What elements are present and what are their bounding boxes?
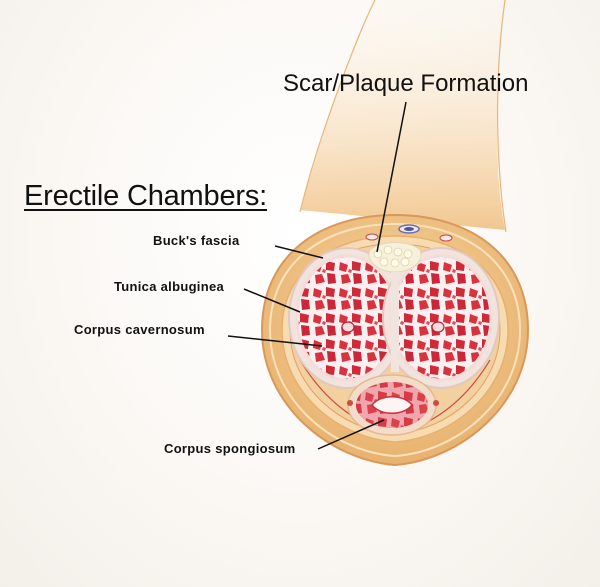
- label-bucks-fascia: Buck's fascia: [153, 233, 240, 248]
- label-corpus-cavernosum: Corpus cavernosum: [74, 322, 205, 337]
- leader-corpus-spongiosum: [317, 419, 385, 450]
- shaft-outline: [299, 0, 507, 233]
- dorsal-vessels: [365, 224, 453, 242]
- label-tunica-albuginea: Tunica albuginea: [114, 279, 225, 294]
- label-corpus-spongiosum: Corpus spongiosum: [164, 441, 296, 456]
- leader-bucks-fascia: [274, 245, 324, 259]
- plaque-callout: Scar/Plaque Formation: [283, 70, 529, 97]
- leader-lines: [227, 101, 407, 450]
- leader-tunica-albuginea: [243, 288, 301, 313]
- leader-corpus-cavernosum: [227, 335, 323, 347]
- leader-plaque: [376, 101, 407, 253]
- left-corpus-cavernosum: [288, 247, 406, 389]
- corpus-spongiosum: [347, 374, 439, 436]
- right-corpus-cavernosum: [382, 247, 500, 389]
- plaque-formation: [368, 242, 422, 372]
- diagram-title: Erectile Chambers:: [24, 180, 267, 212]
